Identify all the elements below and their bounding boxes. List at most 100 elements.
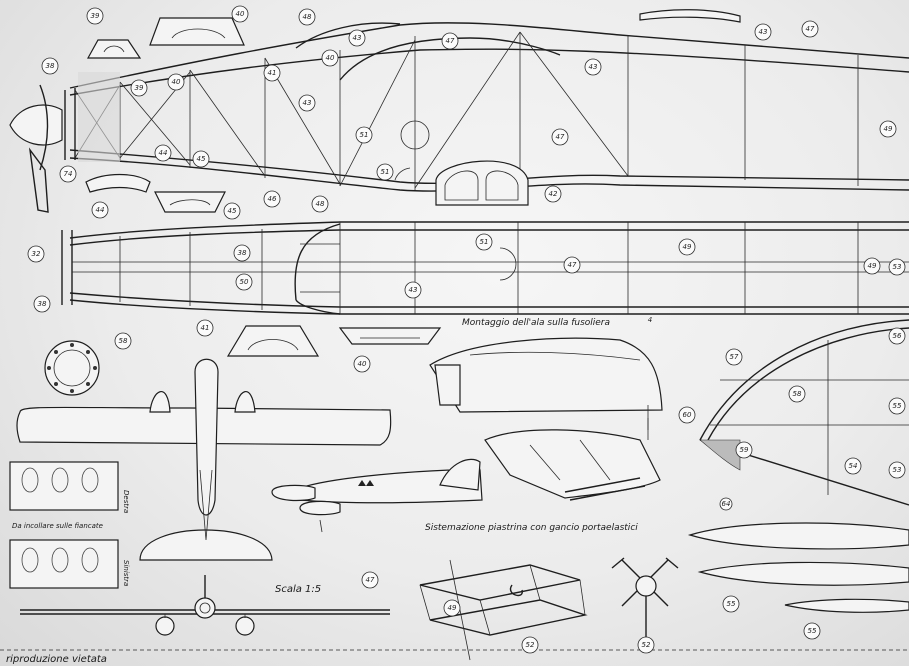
svg-text:41: 41 bbox=[268, 69, 277, 77]
svg-text:43: 43 bbox=[759, 28, 768, 36]
wing-mounting-caption: Montaggio dell'ala sulla fusoliera bbox=[462, 318, 610, 328]
apply-sides-caption: Da incollare sulle fiancate bbox=[12, 522, 103, 530]
round-former bbox=[44, 340, 100, 396]
callout: 49 bbox=[678, 238, 696, 256]
callout: 44 bbox=[154, 144, 172, 162]
svg-text:44: 44 bbox=[159, 149, 168, 157]
callout: 38 bbox=[41, 57, 59, 75]
callout: 48 bbox=[311, 195, 329, 213]
svg-text:51: 51 bbox=[381, 168, 390, 176]
callout: 51 bbox=[475, 233, 493, 251]
callout: 44 bbox=[91, 201, 109, 219]
callout: 43 bbox=[298, 94, 316, 112]
plate-hook-caption: Sistemazione piastrina con gancio portae… bbox=[425, 523, 638, 533]
svg-text:49: 49 bbox=[868, 262, 877, 270]
svg-text:47: 47 bbox=[446, 37, 455, 45]
svg-text:53: 53 bbox=[893, 263, 902, 271]
svg-text:51: 51 bbox=[360, 131, 369, 139]
callout: 49 bbox=[879, 120, 897, 138]
callout: 57 bbox=[725, 348, 743, 366]
callout: 41 bbox=[263, 64, 281, 82]
callout: 53 bbox=[888, 461, 906, 479]
svg-text:55: 55 bbox=[727, 600, 736, 608]
svg-text:58: 58 bbox=[119, 337, 128, 345]
callout: 40 bbox=[167, 73, 185, 91]
callout: 60 bbox=[678, 406, 696, 424]
airplane-three-view bbox=[16, 358, 392, 636]
svg-text:43: 43 bbox=[353, 34, 362, 42]
svg-text:74: 74 bbox=[64, 170, 73, 178]
callout: 40 bbox=[321, 49, 339, 67]
svg-text:39: 39 bbox=[91, 12, 100, 20]
callout: 64 bbox=[719, 497, 733, 511]
svg-text:54: 54 bbox=[849, 462, 858, 470]
callout: 52 bbox=[637, 636, 655, 654]
wing-mounting-sketch bbox=[429, 337, 663, 501]
callout: 39 bbox=[86, 7, 104, 25]
callout: 47 bbox=[361, 571, 379, 589]
callout: 56 bbox=[888, 327, 906, 345]
callout: 54 bbox=[844, 457, 862, 475]
svg-text:56: 56 bbox=[893, 332, 902, 340]
svg-text:47: 47 bbox=[806, 25, 815, 33]
callout: 55 bbox=[803, 622, 821, 640]
former-parts-top bbox=[85, 9, 741, 213]
callout: 51 bbox=[376, 163, 394, 181]
svg-text:58: 58 bbox=[793, 390, 802, 398]
svg-text:57: 57 bbox=[730, 353, 739, 361]
svg-text:52: 52 bbox=[642, 641, 651, 649]
callout: 38 bbox=[33, 295, 51, 313]
callout: 45 bbox=[223, 202, 241, 220]
callout: 74 bbox=[59, 165, 77, 183]
svg-text:44: 44 bbox=[96, 206, 105, 214]
motor-mount-sketch bbox=[419, 559, 588, 661]
svg-text:45: 45 bbox=[228, 207, 237, 215]
callout: 53 bbox=[888, 258, 906, 276]
svg-text:47: 47 bbox=[556, 133, 565, 141]
callout: 43 bbox=[754, 23, 772, 41]
callout: 39 bbox=[130, 79, 148, 97]
svg-text:49: 49 bbox=[884, 125, 893, 133]
svg-text:49: 49 bbox=[448, 604, 457, 612]
svg-text:43: 43 bbox=[303, 99, 312, 107]
wing-tip-view bbox=[699, 319, 909, 506]
svg-text:40: 40 bbox=[326, 54, 335, 62]
svg-text:43: 43 bbox=[589, 63, 598, 71]
callout: 40 bbox=[353, 355, 371, 373]
svg-text:43: 43 bbox=[409, 286, 418, 294]
svg-text:40: 40 bbox=[236, 10, 245, 18]
callout: 55 bbox=[722, 595, 740, 613]
svg-text:40: 40 bbox=[358, 360, 367, 368]
svg-text:45: 45 bbox=[197, 155, 206, 163]
callout: 49 bbox=[863, 257, 881, 275]
svg-text:50: 50 bbox=[240, 278, 249, 286]
svg-text:47: 47 bbox=[568, 261, 577, 269]
callout: 52 bbox=[521, 636, 539, 654]
svg-text:47: 47 bbox=[366, 576, 375, 584]
svg-text:39: 39 bbox=[135, 84, 144, 92]
svg-text:52: 52 bbox=[526, 641, 535, 649]
callout: 41 bbox=[196, 319, 214, 337]
svg-text:48: 48 bbox=[303, 13, 312, 21]
fuselage-side-view bbox=[9, 22, 909, 213]
svg-text:59: 59 bbox=[740, 446, 749, 454]
callout: 48 bbox=[298, 8, 316, 26]
svg-text:51: 51 bbox=[480, 238, 489, 246]
svg-text:46: 46 bbox=[268, 195, 277, 203]
svg-text:53: 53 bbox=[893, 466, 902, 474]
callout: 46 bbox=[263, 190, 281, 208]
callout: 58 bbox=[114, 332, 132, 350]
airplane-side-view bbox=[271, 458, 483, 533]
callout: 47 bbox=[563, 256, 581, 274]
callout: 47 bbox=[441, 32, 459, 50]
fuselage-top-view bbox=[61, 221, 909, 315]
callout: 47 bbox=[801, 20, 819, 38]
callout: 51 bbox=[355, 126, 373, 144]
callout: 32 bbox=[27, 245, 45, 263]
callout: 45 bbox=[192, 150, 210, 168]
svg-text:64: 64 bbox=[722, 500, 731, 508]
svg-text:55: 55 bbox=[808, 627, 817, 635]
part-number-callouts: 39 40 48 43 47 40 43 47 38 39 40 41 43 4… bbox=[27, 5, 906, 654]
